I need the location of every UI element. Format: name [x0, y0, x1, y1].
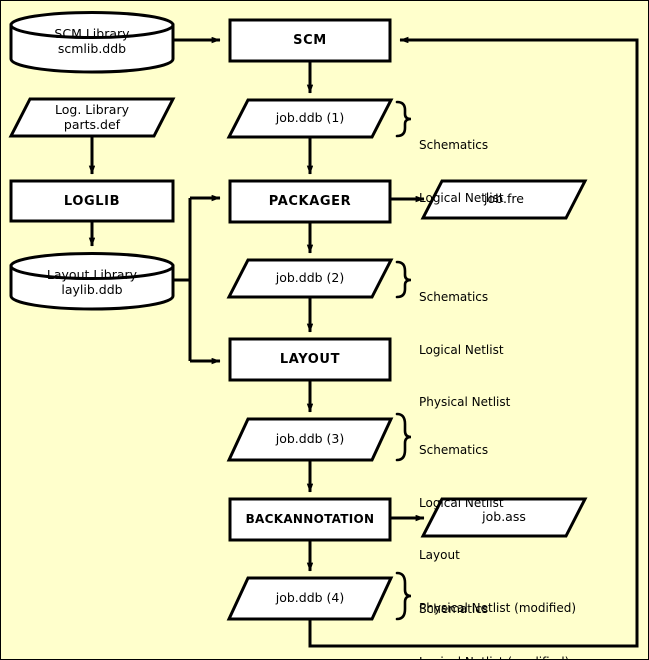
- shape-packager: [228, 179, 392, 224]
- shape-job-ddb-2: [226, 258, 394, 299]
- shape-layout-library: [9, 252, 175, 311]
- shape-job-fre: [420, 179, 588, 220]
- shape-job-ass: [420, 497, 588, 538]
- annotation-line: Logical Netlist: [419, 190, 504, 205]
- shape-job-ddb-4: [226, 576, 394, 621]
- shape-scm-library: [9, 11, 175, 74]
- brace-job-ddb-1: [395, 100, 412, 138]
- brace-job-ddb-4: [395, 571, 412, 621]
- shape-backannotation: [228, 497, 392, 542]
- annotation-line: Schematics: [419, 443, 489, 457]
- annotation-job-ddb-4: Schematics Logical Netlist (modified) La…: [419, 566, 576, 660]
- shape-scm: [228, 18, 392, 63]
- annotation-line: Logical Netlist: [419, 342, 504, 357]
- annotation-line: Logical Netlist: [419, 495, 504, 510]
- annotation-line: Physical Netlist: [419, 395, 511, 409]
- connector-feedback-jobddb4-to-scm: [308, 36, 639, 648]
- annotation-job-ddb-3: Schematics Logical Netlist Layout Physic…: [419, 407, 576, 652]
- shape-layout: [228, 337, 392, 382]
- annotation-line: Schematics: [419, 602, 489, 616]
- annotation-line: Logical Netlist (modified): [419, 654, 576, 660]
- annotation-line: Schematics: [419, 138, 489, 152]
- annotation-line: Physical Netlist (modified): [419, 600, 577, 615]
- brace-job-ddb-2: [395, 260, 412, 299]
- shape-loglib: [9, 179, 175, 223]
- shape-log-library: [8, 97, 176, 138]
- annotation-job-ddb-2: Schematics Logical Netlist Physical Netl…: [419, 254, 510, 447]
- annotation-line: Layout: [419, 548, 460, 562]
- brace-job-ddb-3: [395, 412, 412, 462]
- annotation-job-ddb-1: Schematics Logical Netlist: [419, 102, 504, 242]
- annotation-line: Schematics: [419, 290, 489, 304]
- shape-job-ddb-1: [226, 98, 394, 139]
- shape-job-ddb-3: [226, 417, 394, 462]
